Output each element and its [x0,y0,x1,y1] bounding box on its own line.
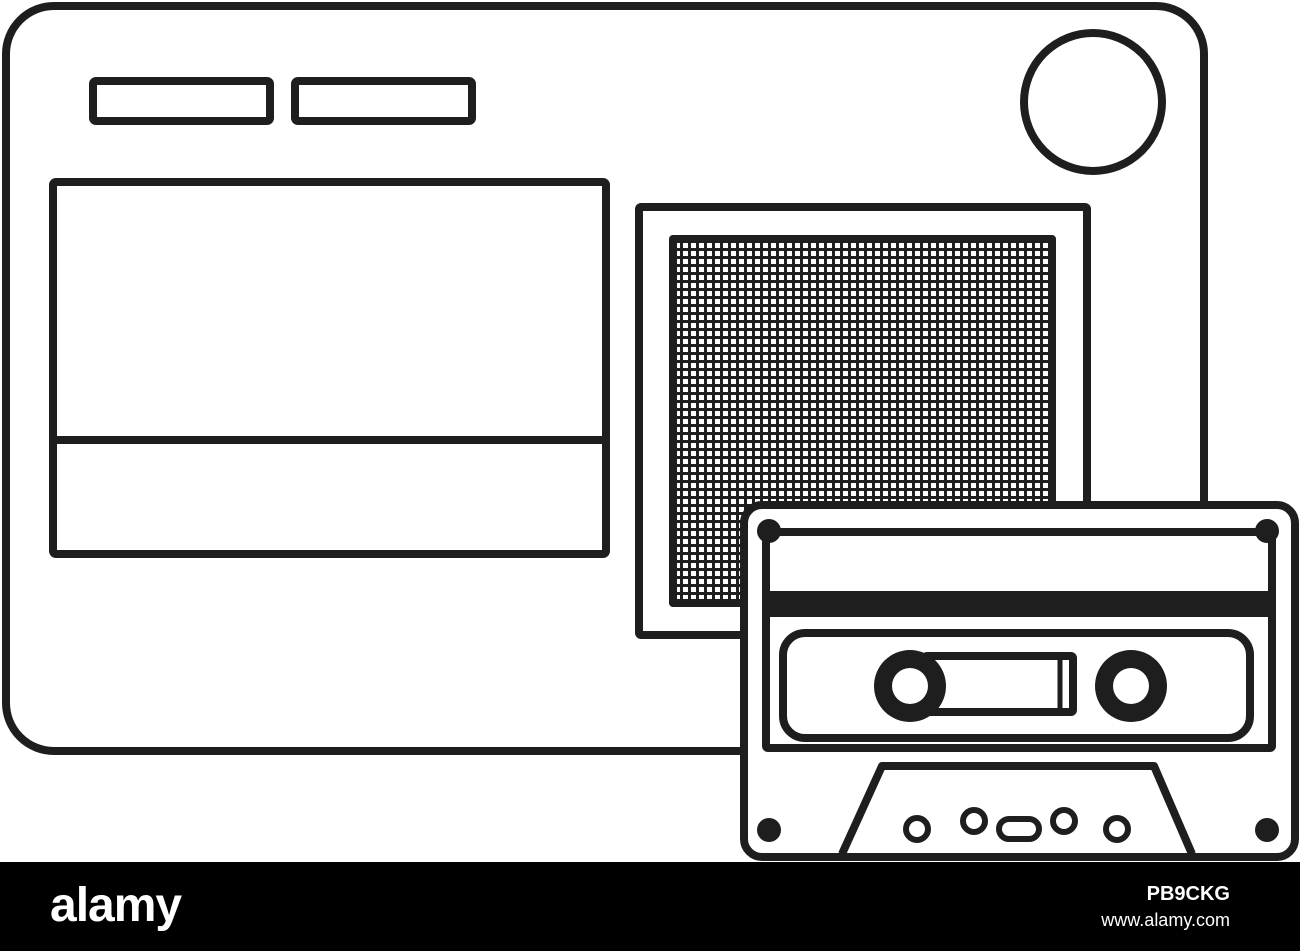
stock-photo-footer: alamy PB9CKG www.alamy.com [0,862,1300,951]
brand-logo: alamy [50,879,182,932]
cassette-hole [1103,815,1131,843]
left-reel-icon [874,650,946,722]
screw-icon [1255,519,1279,543]
radio-and-cassette-illustration [2,2,1299,861]
screw-icon [1255,818,1279,842]
cassette-hole [960,807,988,835]
cassette-stripe [770,591,1268,617]
cassette-reel-window [779,629,1254,742]
radio-button-left [89,77,274,125]
cassette-hole [903,815,931,843]
site-url-link[interactable]: www.alamy.com [1101,910,1230,930]
footer-meta: PB9CKG www.alamy.com [1101,882,1230,932]
cassette-tape-icon [740,501,1299,861]
tape-deck-window [49,178,610,558]
right-reel-icon [1095,650,1167,722]
knob-icon [1020,29,1166,175]
cassette-hole [1050,807,1078,835]
screw-icon [757,519,781,543]
cassette-slot [996,816,1042,842]
cassette-head-area [838,762,1196,856]
screw-icon [757,818,781,842]
image-id: PB9CKG [1146,883,1230,905]
cassette-label [762,528,1276,752]
cassette-shell [740,501,1299,861]
radio-button-right [291,77,476,125]
